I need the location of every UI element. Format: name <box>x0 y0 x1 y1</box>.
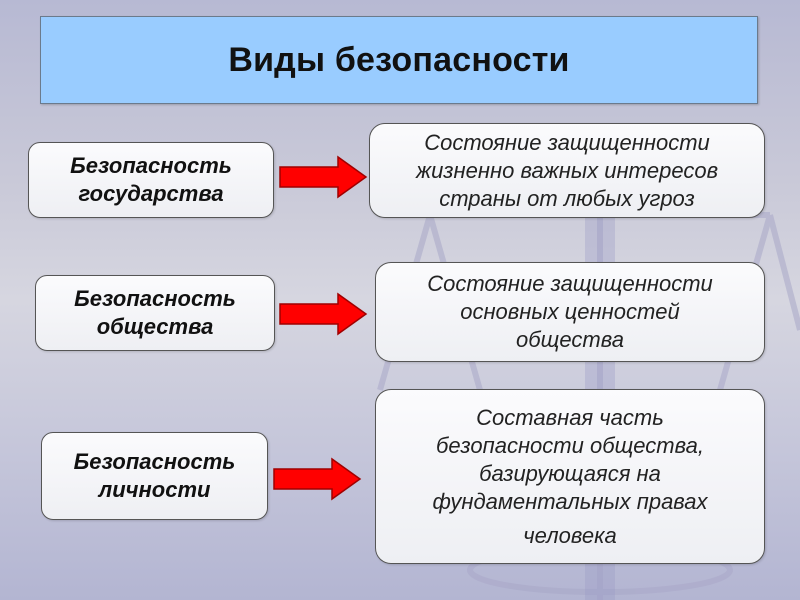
definition-society-security: Состояние защищенности основных ценносте… <box>375 262 765 362</box>
page-title: Виды безопасности <box>228 40 570 79</box>
arrow-right-icon <box>279 155 368 199</box>
category-line: личности <box>98 477 211 502</box>
definition-line: базирующаяся на <box>479 460 661 486</box>
category-line: Безопасность <box>70 153 232 178</box>
category-society-security: Безопасность общества <box>35 275 275 351</box>
definition-line: человека <box>523 522 617 548</box>
definition-line: Состояние защищенности <box>427 271 713 296</box>
definition-state-security: Состояние защищенности жизненно важных и… <box>369 123 765 218</box>
definition-line: основных ценностей <box>460 299 680 324</box>
category-state-security: Безопасность государства <box>28 142 274 218</box>
definition-line: фундаментальных правах <box>432 488 708 514</box>
arrow-right-icon <box>273 457 362 501</box>
definition-line: жизненно важных интересов <box>415 157 719 183</box>
arrow-right-icon <box>279 292 368 336</box>
definition-personal-security: Составная часть безопасности общества, б… <box>375 389 765 564</box>
title-banner: Виды безопасности <box>40 16 758 104</box>
category-line: Безопасность <box>73 449 236 474</box>
definition-line: общества <box>516 327 624 352</box>
definition-line: безопасности общества, <box>436 432 704 458</box>
category-line: Безопасность <box>74 286 236 311</box>
definition-line: Состояние защищенности <box>424 129 710 155</box>
definition-line: Составная часть <box>476 404 664 430</box>
definition-line: страны от любых угроз <box>439 185 695 211</box>
category-personal-security: Безопасность личности <box>41 432 268 520</box>
category-line: государства <box>78 181 224 206</box>
category-line: общества <box>96 314 214 339</box>
